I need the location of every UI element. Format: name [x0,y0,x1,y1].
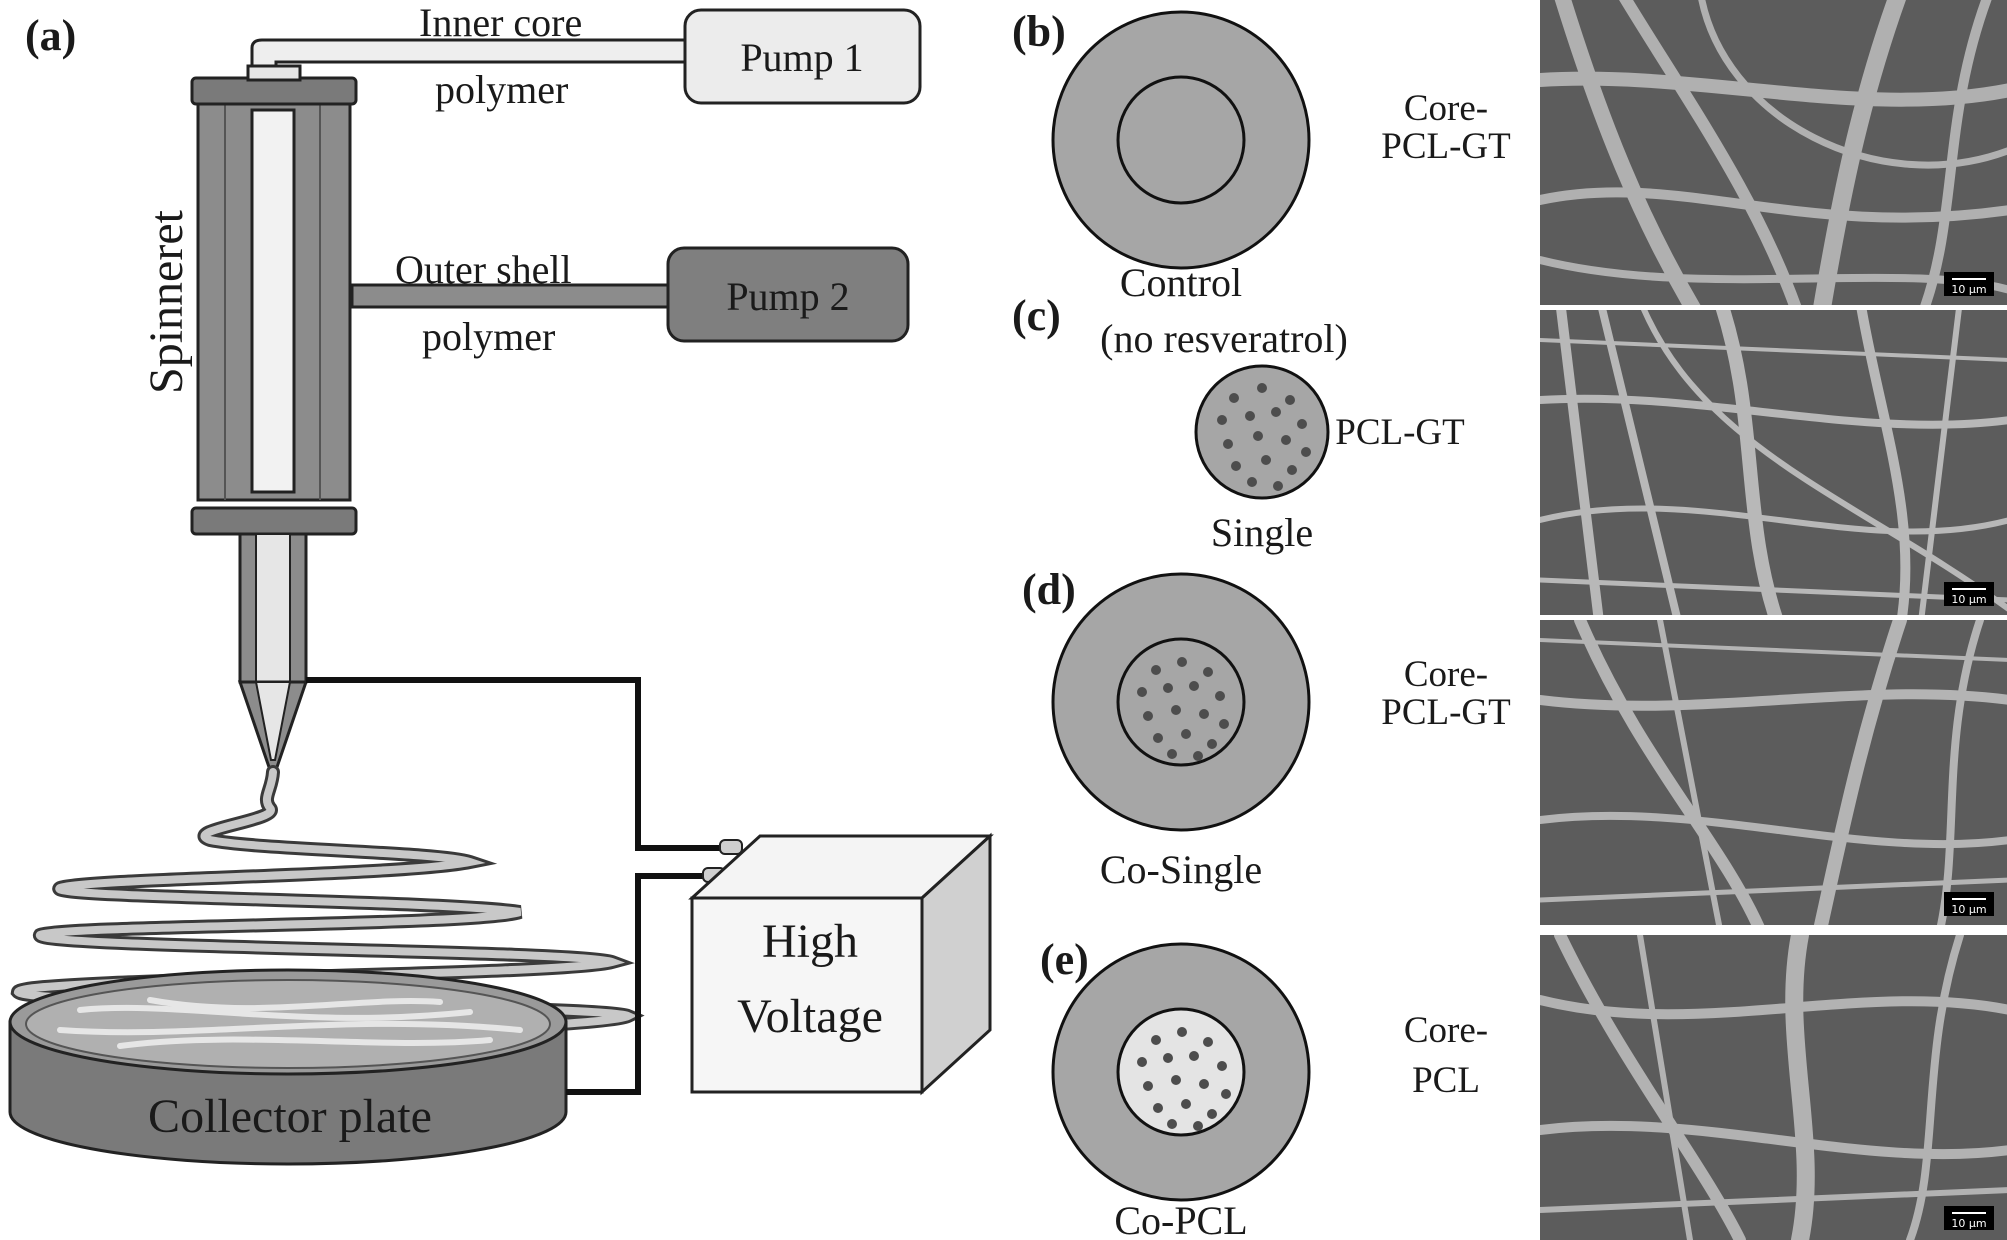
fiber-side-label-co-pcl-1: Core- [1404,1010,1488,1051]
outer-shell-polymer-label: polymer [422,314,555,359]
inner-core-tube [250,38,690,74]
fiber-side-label-single-1: PCL-GT [1335,412,1465,453]
outer-shell-label: Outer shell [395,247,572,292]
panel-label-a: (a) [25,11,76,60]
sem-image-co-single: 10 μm [1540,620,2007,925]
nozzle [237,532,309,772]
panel-label-b: (b) [1012,7,1066,56]
sem-scale-bar-label-4: 10 μm [1951,1217,1986,1230]
fiber-side-label-co-pcl-2: PCL [1412,1060,1480,1101]
sem-scale-bar-label-2: 10 μm [1951,593,1986,606]
pump-1 [683,8,922,105]
spinneret-label: Spinneret [140,209,193,394]
high-voltage-box [688,832,994,1096]
fiber-sublabel-control: (no resveratrol) [1100,316,1348,361]
sem-scale-bar-label-1: 10 μm [1951,283,1986,296]
resveratrol-dots [1217,383,1311,491]
sem-image-control: 10 μm [1540,0,2007,305]
resveratrol-dots [1137,1027,1231,1131]
collector-plate-label: Collector plate [148,1090,432,1143]
sem-image-single: 10 μm [1540,310,2007,615]
pump-2 [666,246,910,343]
fiber-label-co-single: Co-Single [1100,847,1262,892]
panel-label-e: (e) [1040,935,1089,984]
resveratrol-dots [1137,657,1229,761]
hv-wires [306,677,728,1095]
inner-core-label: Inner core [419,0,582,45]
fiber-cross-section-control [1051,10,1311,270]
panel-label-d: (d) [1022,565,1076,614]
fiber-side-label-co-single-2: PCL-GT [1381,692,1511,733]
spinneret [190,64,358,536]
fiber-label-co-pcl: Co-PCL [1114,1198,1247,1240]
panel-label-c: (c) [1012,291,1061,340]
fiber-label-control: Control [1120,260,1242,305]
collector-plate [8,968,568,1166]
fiber-cross-section-co-pcl [1051,942,1311,1202]
pump-1-label: Pump 1 [740,35,863,80]
fiber-side-label-control-2: PCL-GT [1381,126,1511,167]
high-voltage-label-2: Voltage [737,990,883,1043]
high-voltage-label-1: High [762,915,858,968]
sem-scale-bar-label-3: 10 μm [1951,903,1986,916]
pump-2-label: Pump 2 [726,274,849,319]
sem-image-co-pcl: 10 μm [1540,935,2007,1240]
fiber-cross-section-co-single [1051,572,1311,832]
fiber-side-label-control-1: Core- [1404,88,1488,129]
inner-core-polymer-label: polymer [435,67,568,112]
fiber-side-label-co-single-1: Core- [1404,654,1488,695]
fiber-cross-section-single [1194,364,1330,500]
fiber-label-single: Single [1211,510,1313,555]
